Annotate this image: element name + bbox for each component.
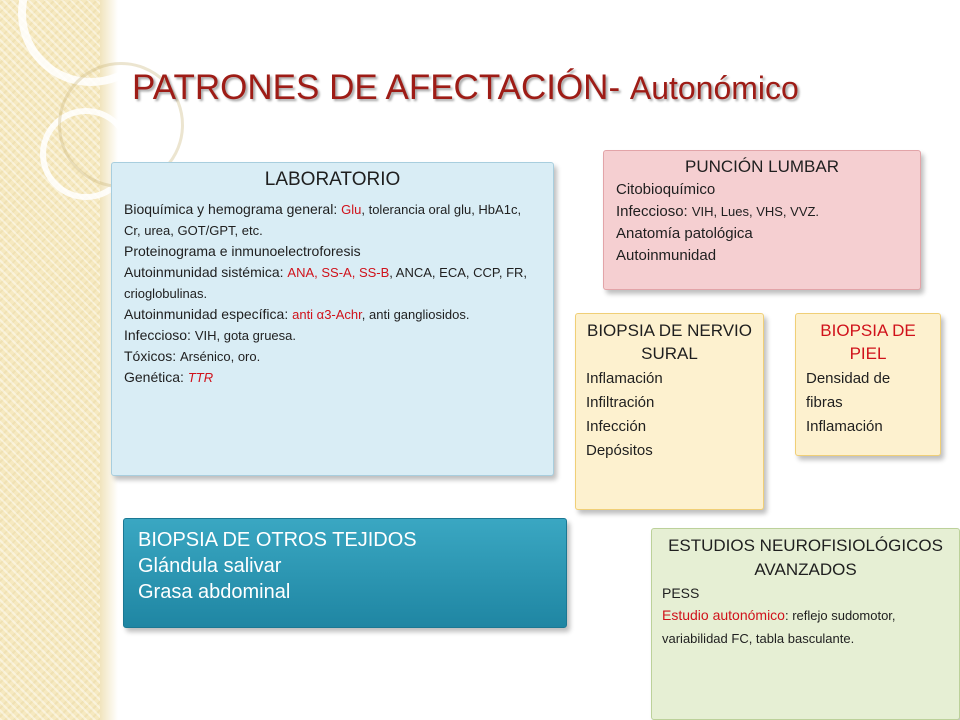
estudios-neurofisiologicos-box: ESTUDIOS NEUROFISIOLÓGICOS AVANZADOS PES…	[651, 528, 960, 720]
sural-item: Inflamación	[586, 370, 663, 387]
lab-bioquimica: Bioquímica y hemograma general: Glu, tol…	[124, 199, 541, 241]
lab-genetica-label: Genética:	[124, 369, 184, 385]
estudios-autonomico-label: Estudio autonómico	[662, 607, 785, 623]
estudios-autonomico: Estudio autonómico: reflejo sudomotor, v…	[662, 604, 949, 650]
laboratorio-box: LABORATORIO Bioquímica y hemograma gener…	[111, 162, 554, 476]
pl-citobioquimico: Citobioquímico	[616, 181, 716, 198]
lab-autoinmunidad-sistemica: Autoinmunidad sistémica: ANA, SS-A, SS-B…	[124, 262, 541, 304]
pl-infeccioso-rest: VIH, Lues, VHS, VVZ.	[691, 204, 820, 219]
estudios-header: ESTUDIOS NEUROFISIOLÓGICOS AVANZADOS	[668, 536, 943, 579]
lab-genetica-red: TTR	[187, 370, 214, 385]
lab-autoinm-sist-label: Autoinmunidad sistémica:	[124, 264, 284, 280]
biopsia-otros-header: BIOPSIA DE OTROS TEJIDOS	[138, 529, 417, 551]
pl-anatomia: Anatomía patológica	[616, 225, 753, 242]
otros-item: Glándula salivar	[138, 555, 282, 577]
lab-bioquimica-label: Bioquímica y hemograma general:	[124, 201, 338, 217]
lab-autoinm-esp-label: Autoinmunidad específica:	[124, 306, 289, 322]
title-sub: Autonómico	[629, 70, 799, 106]
biopsia-sural-header: BIOPSIA DE NERVIO SURAL	[586, 321, 753, 363]
lab-proteinograma: Proteinograma e inmunoelectroforesis	[124, 243, 361, 259]
lab-autoinm-sist-rest: , ANCA, ECA, CCP, FR, crioglobulinas.	[124, 265, 528, 301]
lab-genetica: Genética: TTR	[124, 367, 541, 388]
title-main: PATRONES DE AFECTACIÓN-	[132, 68, 621, 107]
sural-item: Infiltración	[586, 394, 655, 411]
lab-autoinm-esp-red: anti α3-Achr	[292, 307, 362, 322]
lab-infeccioso-rest: VIH, gota gruesa.	[194, 328, 296, 343]
lab-toxicos: Tóxicos: Arsénico, oro.	[124, 346, 541, 367]
lab-autoinm-esp-rest: , anti gangliosidos.	[361, 307, 470, 322]
piel-item: Densidad de fibras	[806, 370, 891, 411]
biopsia-piel-header: BIOPSIA DE PIEL	[820, 321, 916, 363]
slide-title: PATRONES DE AFECTACIÓN- Autonómico	[132, 68, 799, 108]
lab-autoinmunidad-especifica: Autoinmunidad específica: anti α3-Achr, …	[124, 304, 541, 325]
biopsia-otros-box: BIOPSIA DE OTROS TEJIDOS Glándula saliva…	[123, 518, 567, 628]
puncion-lumbar-header: PUNCIÓN LUMBAR	[685, 157, 839, 176]
otros-item: Grasa abdominal	[138, 581, 291, 603]
pl-infeccioso-label: Infeccioso:	[616, 203, 688, 220]
biopsia-sural-box: BIOPSIA DE NERVIO SURAL Inflamación Infi…	[575, 313, 764, 510]
estudios-pess: PESS	[662, 585, 700, 601]
lab-infeccioso-label: Infeccioso:	[124, 327, 191, 343]
lab-toxicos-rest: Arsénico, oro.	[180, 349, 261, 364]
lab-bioquimica-rest: , tolerancia oral glu, HbA1c, Cr, urea, …	[124, 202, 522, 238]
puncion-lumbar-box: PUNCIÓN LUMBAR Citobioquímico Infeccioso…	[603, 150, 921, 290]
lab-infeccioso: Infeccioso: VIH, gota gruesa.	[124, 325, 541, 346]
pl-infeccioso: Infeccioso: VIH, Lues, VHS, VVZ.	[616, 201, 908, 223]
lab-bioquimica-red: Glu	[341, 202, 362, 217]
pl-autoinmunidad: Autoinmunidad	[616, 247, 717, 264]
biopsia-piel-box: BIOPSIA DE PIEL Densidad de fibras Infla…	[795, 313, 941, 456]
lab-autoinm-sist-red: ANA, SS-A, SS-B	[287, 265, 390, 280]
sural-item: Infección	[586, 418, 647, 435]
piel-item: Inflamación	[806, 418, 883, 435]
estudios-autonomico-rest: : reflejo sudomotor, variabilidad FC, ta…	[662, 608, 896, 646]
sural-item: Depósitos	[586, 442, 653, 459]
lab-toxicos-label: Tóxicos:	[124, 348, 177, 364]
laboratorio-header: LABORATORIO	[264, 169, 401, 190]
